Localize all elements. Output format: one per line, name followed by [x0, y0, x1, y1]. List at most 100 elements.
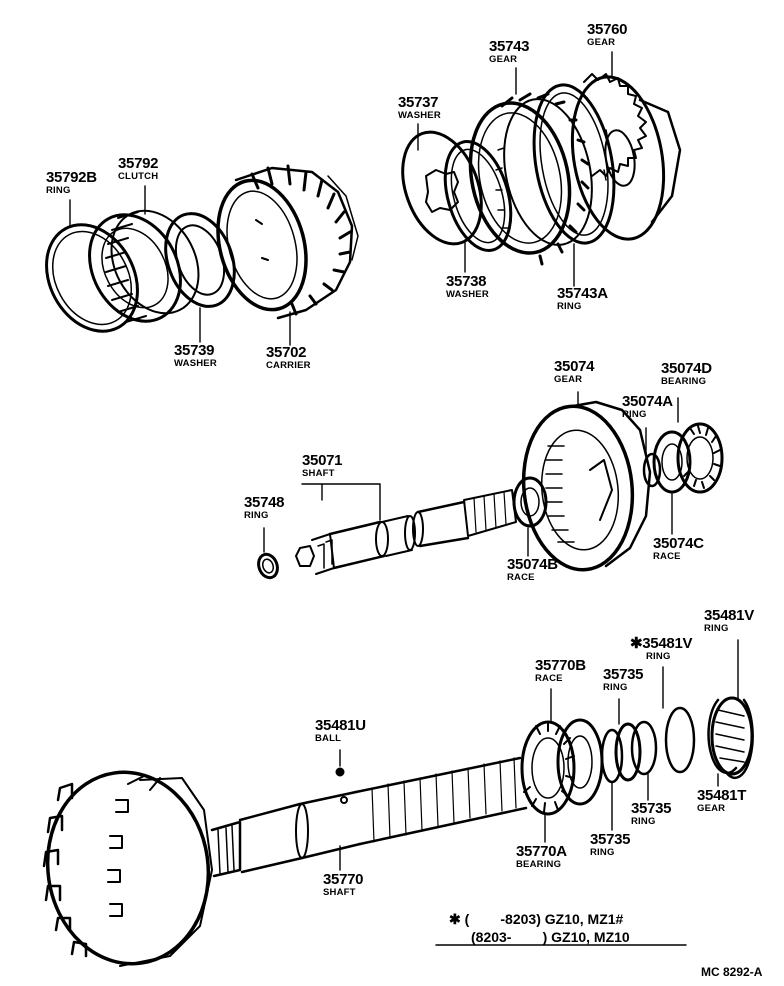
label-35735-mid: 35735 RING [631, 800, 672, 827]
part-name: RING [631, 816, 656, 827]
part-number: 35792B [46, 169, 97, 186]
part-number: 35074B [507, 556, 558, 573]
part-name: RING [244, 510, 269, 521]
part-number: 35770B [535, 657, 586, 674]
washer-35738-part [443, 140, 513, 252]
label-35792b: 35792B RING [46, 170, 97, 196]
part-name: SHAFT [302, 468, 335, 479]
label-35481v-top: 35481V RING [704, 608, 754, 634]
part-number: 35770A [516, 843, 567, 860]
part-number: 35071 [302, 452, 343, 469]
part-name: RING [603, 682, 628, 693]
gear-35760-part [570, 73, 682, 241]
label-35074a: 35074A RING [622, 394, 673, 420]
label-35735-top: 35735 RING [603, 666, 644, 693]
part-number: 35760 [587, 21, 628, 38]
part-name: WASHER [398, 110, 441, 121]
part-name: RING [704, 623, 729, 634]
part-number: 35737 [398, 94, 439, 111]
part-number: 35739 [174, 342, 215, 359]
applicability-note-1: ✱ ( -8203) GZ10, MZ1# [449, 911, 624, 927]
part-name: RING [646, 651, 671, 662]
part-number: 35481U [315, 717, 366, 734]
ball-35481u-part [335, 767, 345, 777]
part-name: SHAFT [323, 887, 356, 898]
part-number: 35735 [590, 831, 631, 848]
label-35481t: 35481T GEAR [697, 788, 746, 814]
label-35770: 35770 SHAFT [323, 871, 364, 898]
part-number: 35074C [653, 535, 704, 552]
part-name: GEAR [489, 54, 518, 65]
label-35770a: 35770A BEARING [516, 844, 567, 870]
part-name: RING [622, 409, 647, 420]
part-name: WASHER [174, 358, 217, 369]
bearing-35074d-part [676, 422, 724, 494]
clutch-35792-part [88, 209, 200, 323]
washer-35737-part [401, 130, 483, 246]
label-35739: 35739 WASHER [174, 343, 217, 369]
applicability-note-2: (8203- ) GZ10, MZ10 [471, 929, 630, 945]
part-number: 35735 [603, 666, 644, 683]
label-35760: 35760 GEAR [587, 21, 628, 48]
part-name: RACE [507, 572, 535, 583]
gear-35481t-part [710, 696, 754, 776]
part-name: BEARING [516, 859, 562, 870]
part-name: CARRIER [266, 360, 311, 371]
part-name: BALL [315, 733, 342, 744]
label-35743a: 35743A RING [557, 286, 608, 312]
label-35074: 35074 GEAR [554, 358, 595, 385]
part-number: ✱35481V [630, 635, 693, 652]
shaft-35071-part [295, 489, 517, 575]
part-number: 35738 [446, 273, 487, 290]
part-name: RING [46, 185, 71, 196]
label-35748: 35748 RING [244, 494, 285, 521]
label-35074d: 35074D BEARING [661, 361, 712, 387]
part-number: 35074A [622, 393, 673, 410]
part-name: RING [590, 847, 615, 858]
bearing-35770a-part [520, 720, 576, 816]
part-name: WASHER [446, 289, 489, 300]
label-35737: 35737 WASHER [398, 95, 441, 121]
carrier-35702-part [216, 164, 359, 320]
part-number: 35702 [266, 344, 307, 361]
part-number: 35735 [631, 800, 672, 817]
leader-lines [69, 51, 739, 871]
ring-35074a-part [642, 452, 662, 488]
part-name: GEAR [554, 374, 583, 385]
part-number: 35792 [118, 155, 159, 172]
part-number: 35748 [244, 494, 285, 511]
part-name: GEAR [697, 803, 726, 814]
part-number: 35074D [661, 360, 712, 377]
ring-35748-part [257, 552, 279, 580]
label-35738: 35738 WASHER [446, 274, 489, 300]
gear-35743-part [468, 92, 593, 266]
part-name: GEAR [587, 37, 616, 48]
race-35074c-part [652, 430, 692, 494]
part-name: RING [557, 301, 582, 312]
ring-35735-parts [600, 720, 658, 784]
shaft-35770-part [42, 756, 528, 967]
ring-35792b-part [45, 223, 139, 333]
label-35074c: 35074C RACE [653, 536, 704, 562]
part-name: RACE [535, 673, 563, 684]
part-name: CLUTCH [118, 171, 159, 182]
label-35071: 35071 SHAFT [302, 452, 343, 479]
part-number: 35481T [697, 787, 747, 804]
part-number: 35743 [489, 38, 530, 55]
label-35702: 35702 CARRIER [266, 345, 311, 371]
part-name: RACE [653, 551, 681, 562]
part-number: 35481V [704, 607, 754, 624]
label-35074b: 35074B RACE [507, 557, 558, 583]
drawing-code: MC 8292-A [701, 965, 763, 979]
part-number: 35770 [323, 871, 364, 888]
race-35770b-part [556, 718, 604, 806]
part-number: 35074 [554, 358, 595, 375]
label-35481v-star: ✱35481V RING [630, 636, 692, 662]
label-35481u: 35481U BALL [315, 718, 366, 744]
part-name: BEARING [661, 376, 707, 387]
part-number: 35743A [557, 285, 608, 302]
label-35743: 35743 GEAR [489, 38, 530, 65]
label-35735-bot: 35735 RING [590, 831, 631, 858]
